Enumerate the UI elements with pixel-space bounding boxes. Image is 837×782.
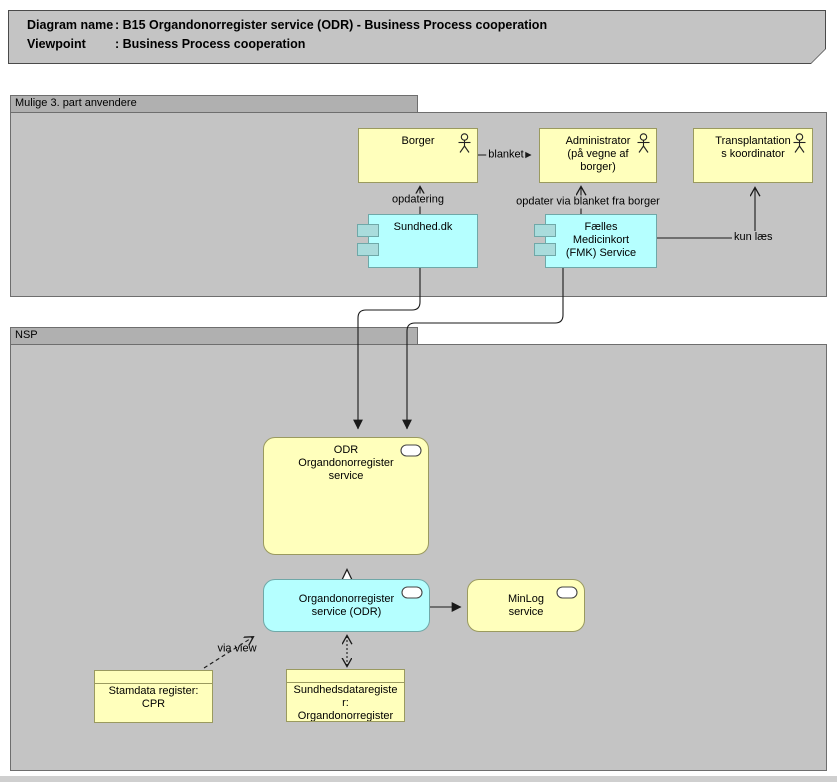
- object-band-icon: [95, 671, 212, 684]
- node-transplantations-koordinator[interactable]: Transplantation s koordinator: [693, 128, 813, 183]
- connection-label-blanket: blanket: [486, 148, 526, 162]
- node-sundhedsdataregister-organdonorregister[interactable]: Sundhedsdataregiste r: Organdonorregiste…: [286, 669, 405, 722]
- diagram-title-note: Diagram name: B15 Organdonorregister ser…: [8, 10, 826, 64]
- node-organdonorregister-service-odr[interactable]: Organdonorregister service (ODR): [263, 579, 430, 632]
- actor-icon: [637, 133, 650, 153]
- node-odr-organdonorregister-service[interactable]: ODR Organdonorregister service: [263, 437, 429, 555]
- viewpoint-value: Business Process cooperation: [122, 37, 306, 51]
- connection-label-opdatering: opdatering: [390, 193, 446, 207]
- component-chip-icon: [357, 243, 379, 256]
- node-fmk-service[interactable]: Fælles Medicinkort (FMK) Service: [534, 214, 657, 268]
- actor-icon: [793, 133, 806, 153]
- diagram-title-note-body: Diagram name: B15 Organdonorregister ser…: [9, 11, 825, 63]
- bottom-edge: [0, 776, 837, 782]
- node-borger[interactable]: Borger: [358, 128, 478, 183]
- connection-label-opdater-via: opdater via blanket fra borger: [514, 195, 662, 209]
- service-icon: [556, 586, 578, 599]
- connection-label-kun-laes: kun læs: [732, 231, 775, 244]
- group-label-third-party: Mulige 3. part anvendere: [15, 97, 137, 109]
- title-row-viewpoint: Viewpoint: Business Process cooperation: [27, 35, 825, 54]
- title-row-diagram-name: Diagram name: B15 Organdonorregister ser…: [27, 16, 825, 35]
- actor-icon: [458, 133, 471, 153]
- connection-label-via-view: via view: [217, 642, 257, 655]
- component-chip-icon: [534, 243, 556, 256]
- component-chip-icon: [534, 224, 556, 237]
- component-chip-icon: [357, 224, 379, 237]
- node-minlog-service[interactable]: MinLog service: [467, 579, 585, 632]
- title-label: Diagram name: [27, 18, 114, 32]
- service-icon: [400, 444, 422, 457]
- service-icon: [401, 586, 423, 599]
- title-value: B15 Organdonorregister service (ODR) - B…: [122, 18, 548, 32]
- group-tab-nsp[interactable]: NSP: [10, 327, 418, 345]
- group-tab-third-party[interactable]: Mulige 3. part anvendere: [10, 95, 418, 113]
- node-sundhed-dk[interactable]: Sundhed.dk: [357, 214, 478, 268]
- viewpoint-label: Viewpoint: [27, 37, 86, 51]
- node-administrator[interactable]: Administrator (på vegne af borger): [539, 128, 657, 183]
- object-band-icon: [287, 670, 404, 683]
- group-label-nsp: NSP: [15, 329, 38, 341]
- node-stamdata-register-cpr[interactable]: Stamdata register: CPR: [94, 670, 213, 723]
